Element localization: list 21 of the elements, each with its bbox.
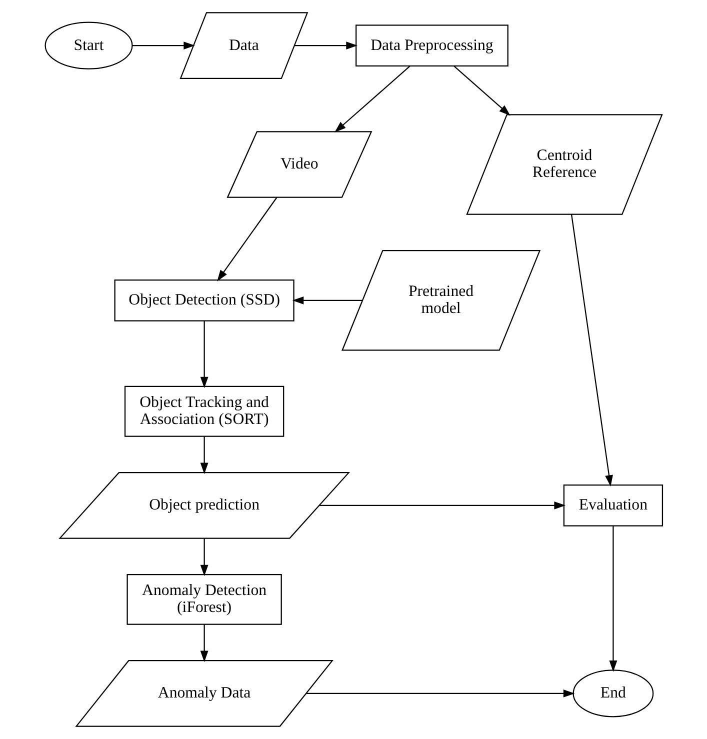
- node-ellipse: End: [572, 670, 654, 718]
- arrow: [306, 689, 574, 698]
- node-box: Evaluation: [562, 484, 663, 526]
- node-box: Object Detection (SSD): [114, 279, 294, 322]
- arrow: [292, 296, 362, 304]
- node-box: Data Preprocessing: [355, 24, 508, 67]
- arrow: [318, 501, 566, 510]
- arrow: [570, 214, 612, 487]
- arrow: [200, 436, 208, 474]
- arrow: [200, 624, 208, 662]
- arrow: [294, 42, 357, 50]
- arrow: [200, 320, 208, 388]
- arrow: [216, 197, 277, 282]
- arrow: [132, 42, 194, 50]
- arrow: [200, 538, 208, 576]
- node-box: Anomaly Detection (iForest): [126, 574, 282, 625]
- arrow: [452, 66, 510, 116]
- arrow: [334, 66, 410, 132]
- node-ellipse: Start: [44, 22, 132, 70]
- arrow: [608, 526, 617, 672]
- node-box: Object Tracking and Association (SORT): [124, 386, 284, 437]
